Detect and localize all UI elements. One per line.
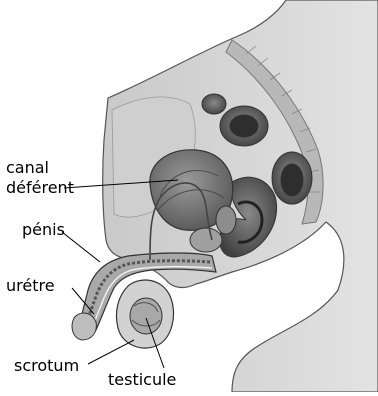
label-canal-line1: canal: [6, 158, 49, 177]
label-uretre: urétre: [6, 276, 55, 295]
label-scrotum: scrotum: [14, 356, 79, 375]
leader-scrotum: [88, 340, 134, 364]
leader-penis: [62, 232, 100, 262]
label-testicule: testicule: [108, 370, 176, 389]
label-penis: pénis: [22, 220, 65, 239]
prostate: [190, 228, 222, 252]
glans: [72, 313, 96, 340]
label-canal-line2: déférent: [6, 178, 74, 197]
testicle: [130, 298, 162, 334]
